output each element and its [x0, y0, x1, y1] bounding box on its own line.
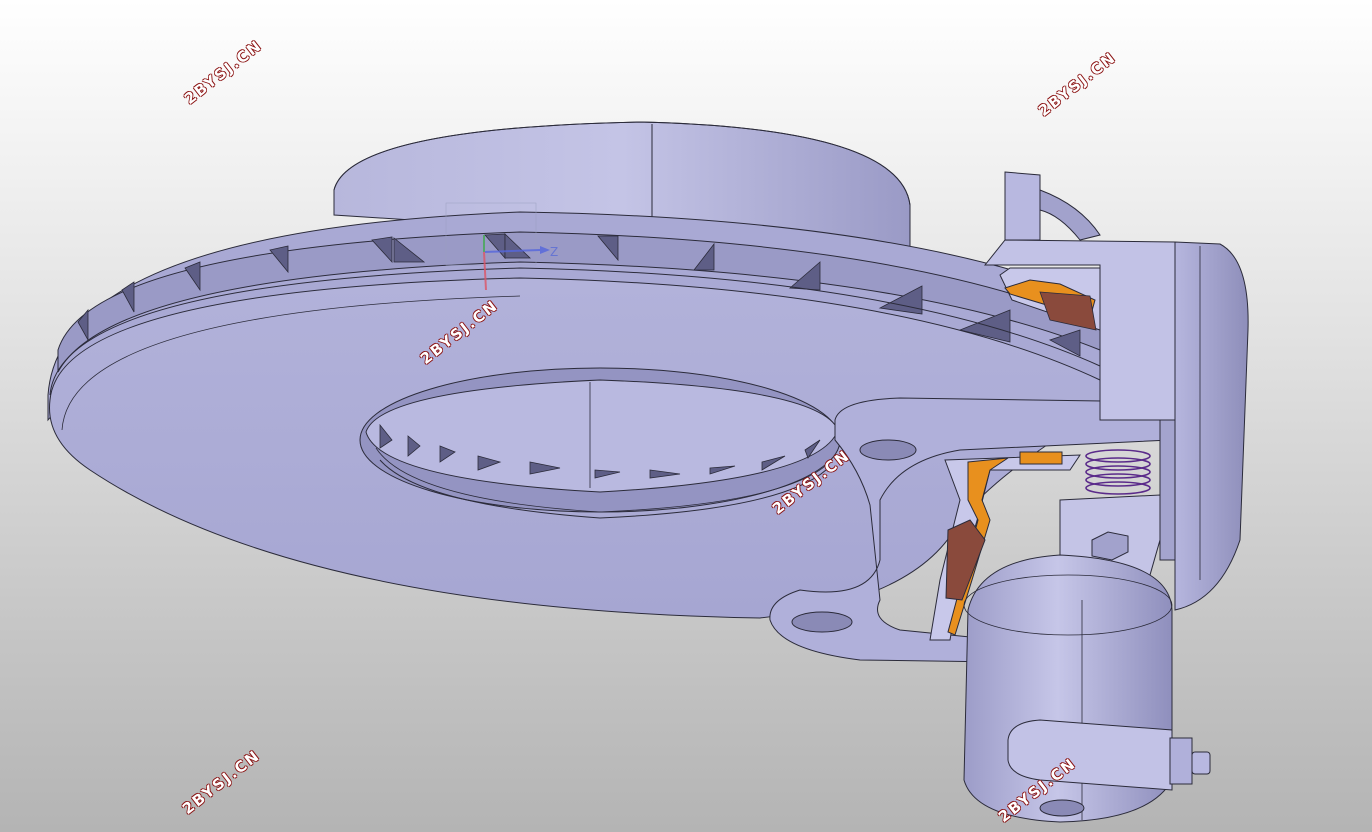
axis-z-label: Z [550, 245, 558, 259]
axis-triad: Z [445, 202, 558, 291]
brake-disc[interactable] [47, 211, 1101, 619]
caliper-housing[interactable] [983, 171, 1249, 611]
return-spring [1085, 449, 1151, 495]
brake-pad-lower [929, 451, 1081, 641]
wheel-cylinder[interactable] [963, 494, 1211, 823]
caliper-bracket[interactable] [769, 397, 1171, 663]
